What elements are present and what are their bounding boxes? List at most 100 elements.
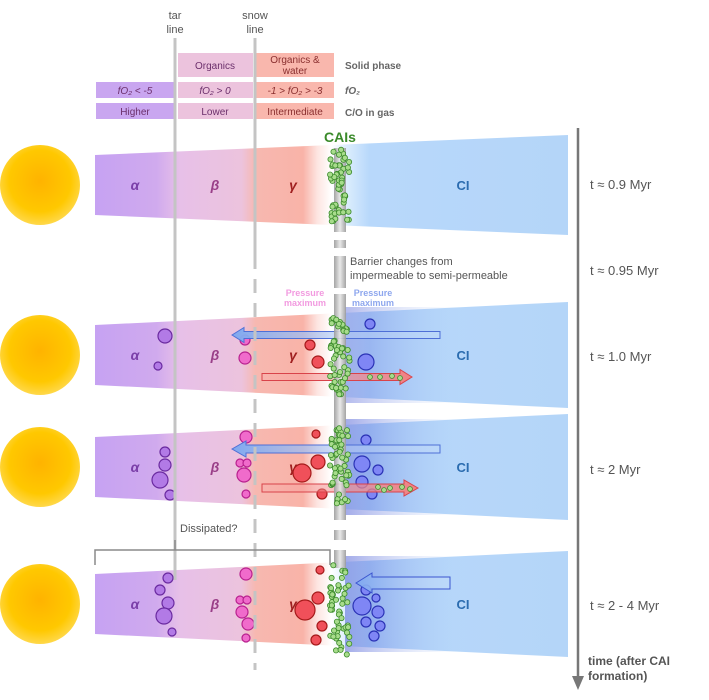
snow-line-label-2: line: [246, 24, 263, 36]
pebble-ci-20: [360, 434, 372, 446]
pebble-ci-1b: [357, 353, 375, 371]
pebble-alpha-1a: [157, 328, 173, 344]
organics-label: Organics: [195, 61, 235, 72]
pebble-ci-33: [371, 605, 385, 619]
cai-dot-1-0: [331, 378, 338, 385]
pebble-gamma-33: [316, 620, 328, 632]
fo2-gamma-label: -1 > fO₂ > -3: [268, 86, 323, 97]
cai-dot-0-27: [335, 151, 342, 158]
cai-dot-3-48: [345, 624, 352, 631]
pebble-alpha-33: [155, 607, 173, 625]
cai-dot-2-47: [336, 448, 343, 455]
cai-dot-3-34: [330, 627, 337, 634]
pebble-ci-21: [353, 455, 371, 473]
cai-dot-3-4: [343, 651, 350, 658]
cai-dot-2-11: [343, 427, 350, 434]
barrier-gap-0: [333, 232, 347, 240]
zone-beta-label-3: β: [210, 596, 220, 612]
cai-dot-2-42: [327, 452, 334, 459]
cai-dot-2-26: [332, 470, 339, 477]
pebble-gamma-34: [310, 634, 322, 646]
cai-dot-2-48: [331, 465, 338, 472]
time-label-0: t ≈ 0.9 Myr: [590, 177, 652, 192]
zone-beta-label-2: β: [210, 459, 220, 475]
fo2-beta-box: [178, 82, 253, 98]
zone-beta-label-0: β: [210, 177, 220, 193]
cai-dot-0-38: [345, 208, 352, 215]
co-intermediate-label: Intermediate: [267, 107, 323, 118]
pressure-max-right-2: maximum: [352, 298, 394, 308]
pebble-alpha-32: [161, 596, 175, 610]
pebble-alpha-21: [158, 458, 172, 472]
pebble-beta-1b: [238, 351, 252, 365]
cai-dot-3-37: [334, 587, 341, 594]
disk-0: [95, 135, 568, 235]
cai-dot-3-3: [330, 562, 337, 569]
fo2-alpha-label: fO₂ < -5: [118, 86, 153, 97]
cai-dot-1-49: [330, 365, 337, 372]
cai-dot-2-49: [338, 441, 345, 448]
cai-dot-0-54: [340, 209, 347, 216]
co-alpha-box: [96, 103, 174, 119]
cai-dot-1-52: [338, 345, 345, 352]
cai-dot-3-15: [328, 585, 335, 592]
cai-dot-3-49: [344, 599, 351, 606]
arrow-cai-dot-3: [397, 375, 403, 381]
barrier-gap-3: [333, 520, 347, 530]
co-higher-label: Higher: [120, 107, 150, 118]
cai-dot-0-10: [330, 148, 337, 155]
time-axis: [572, 128, 584, 690]
time-axis-label-1: time (after CAI: [588, 654, 670, 668]
sun-1: [0, 315, 80, 395]
cai-dot-0-52: [327, 156, 334, 163]
time-label-2: t ≈ 1.0 Myr: [590, 349, 652, 364]
zone-ci-label-1: CI: [457, 348, 470, 363]
cai-dot-0-13: [346, 158, 353, 165]
dissipated-label: Dissipated?: [180, 523, 237, 535]
cai-dot-3-39: [341, 590, 348, 597]
pebble-alpha-1b: [153, 361, 163, 371]
cai-dot-2-50: [338, 475, 345, 482]
cai-dot-0-53: [341, 196, 348, 203]
zone-ci-label-3: CI: [457, 597, 470, 612]
cai-dot-3-47: [332, 596, 339, 603]
cai-dot-2-44: [343, 472, 350, 479]
pebble-beta-23: [236, 467, 252, 483]
zone-alpha-label-3: α: [131, 596, 141, 612]
pebble-beta-35: [241, 633, 251, 643]
cai-dot-1-21: [330, 338, 337, 345]
cai-dot-3-45: [346, 633, 353, 640]
zone-gamma-label-1: γ: [289, 347, 298, 363]
organics-water-label-2: water: [282, 66, 308, 77]
pressure-max-left-2: maximum: [284, 298, 326, 308]
barrier-note-2: impermeable to semi-permeable: [350, 270, 508, 282]
cai-dot-0-45: [327, 171, 334, 178]
barrier-column: [326, 146, 353, 658]
arrow-inward-3: [355, 572, 451, 594]
solid-phase-label: Solid phase: [345, 61, 402, 72]
cai-dot-2-14: [341, 462, 348, 469]
cai-dot-3-11: [338, 574, 345, 581]
co-row-label: C/O in gas: [345, 108, 395, 119]
pebble-ci-32: [352, 596, 372, 616]
pressure-max-left-1: Pressure: [286, 288, 325, 298]
fo2-beta-label: fO₂ > 0: [199, 86, 231, 97]
pebble-gamma-1a: [304, 339, 316, 351]
zone-beta-label-1: β: [210, 347, 220, 363]
cai-dot-3-51: [330, 633, 337, 640]
cai-dot-1-53: [343, 328, 350, 335]
cai-dot-0-35: [341, 154, 348, 161]
organics-water-box: [256, 53, 334, 77]
header-table: Organics Organics & water Solid phase fO…: [96, 53, 402, 119]
arrow-cai-dot-2: [389, 373, 395, 379]
cai-dot-2-54: [339, 432, 346, 439]
pebble-ci-34: [360, 616, 372, 628]
cais-label: CAIs: [324, 129, 356, 145]
cai-dot-1-40: [344, 370, 351, 377]
cai-dot-3-44: [342, 569, 349, 576]
cai-dot-2-34: [339, 454, 346, 461]
cai-dot-2-38: [335, 491, 342, 498]
